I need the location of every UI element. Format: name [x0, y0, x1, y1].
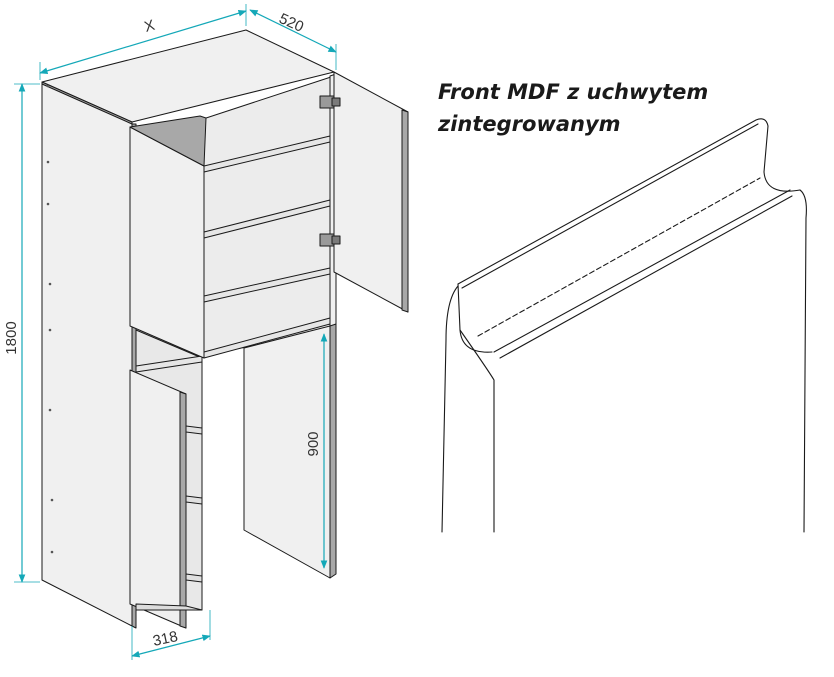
mdf-front-detail — [441, 118, 807, 533]
middle-divider — [135, 355, 203, 373]
dimension-lower-depth-label: 318 — [151, 628, 179, 650]
lower-left-door — [129, 369, 187, 629]
upper-left-door — [129, 126, 205, 359]
front-face-left-curve — [459, 329, 495, 533]
dimension-depth-label: 520 — [276, 10, 306, 36]
caption-line-2: zintegrowanym — [438, 112, 621, 136]
dimension-lines — [14, 4, 337, 660]
upper-right-door-edge — [401, 109, 409, 313]
upper-left-door-edge — [129, 115, 207, 167]
front-panel-left-edge — [441, 285, 459, 533]
handle-groove-line-1 — [493, 189, 791, 353]
caption-line-1: Front MDF z uchwytem — [438, 80, 709, 104]
handle-top-edge-inner — [461, 123, 759, 289]
caption: Front MDF z uchwytem zintegrowanym — [438, 76, 818, 140]
lower-shelf-1 — [185, 425, 203, 435]
hinge-upper — [319, 95, 341, 109]
handle-groove-hidden — [477, 177, 761, 337]
handle-groove-front — [457, 283, 493, 353]
cabinet-drawing — [41, 29, 409, 629]
screw-dots — [46, 84, 54, 554]
lower-shelf-3 — [185, 573, 203, 583]
dimension-width-label: X — [142, 17, 156, 36]
lower-left-door-edge — [179, 391, 187, 629]
handle-groove-right — [763, 125, 801, 192]
dimension-height-label: 1800 — [3, 321, 20, 354]
handle-groove-line-2 — [499, 195, 793, 359]
hinge-lower — [319, 233, 341, 247]
dimension-opening-height-label: 900 — [305, 431, 322, 456]
right-leg-edge — [329, 323, 337, 579]
upper-right-door — [333, 71, 409, 313]
lower-shelf-2 — [185, 495, 203, 505]
bottom-plinth — [135, 603, 203, 611]
front-face-right-curve — [799, 189, 807, 533]
left-side-panel — [41, 83, 133, 627]
handle-top-edge — [457, 118, 769, 285]
